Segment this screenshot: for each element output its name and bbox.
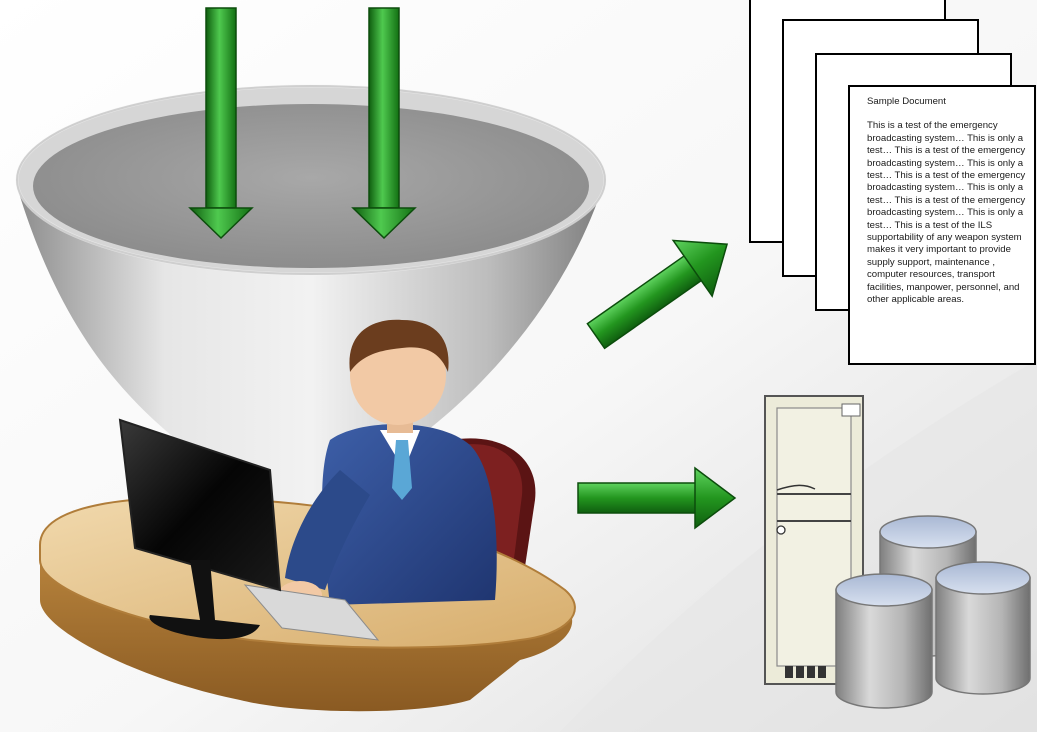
database-icon [836,574,932,708]
document-body: This is a test of the emergency broadcas… [867,120,1033,306]
database-icon [936,562,1030,694]
document-title: Sample Document [867,96,1033,108]
document-content: Sample Document This is a test of the em… [867,96,1033,307]
